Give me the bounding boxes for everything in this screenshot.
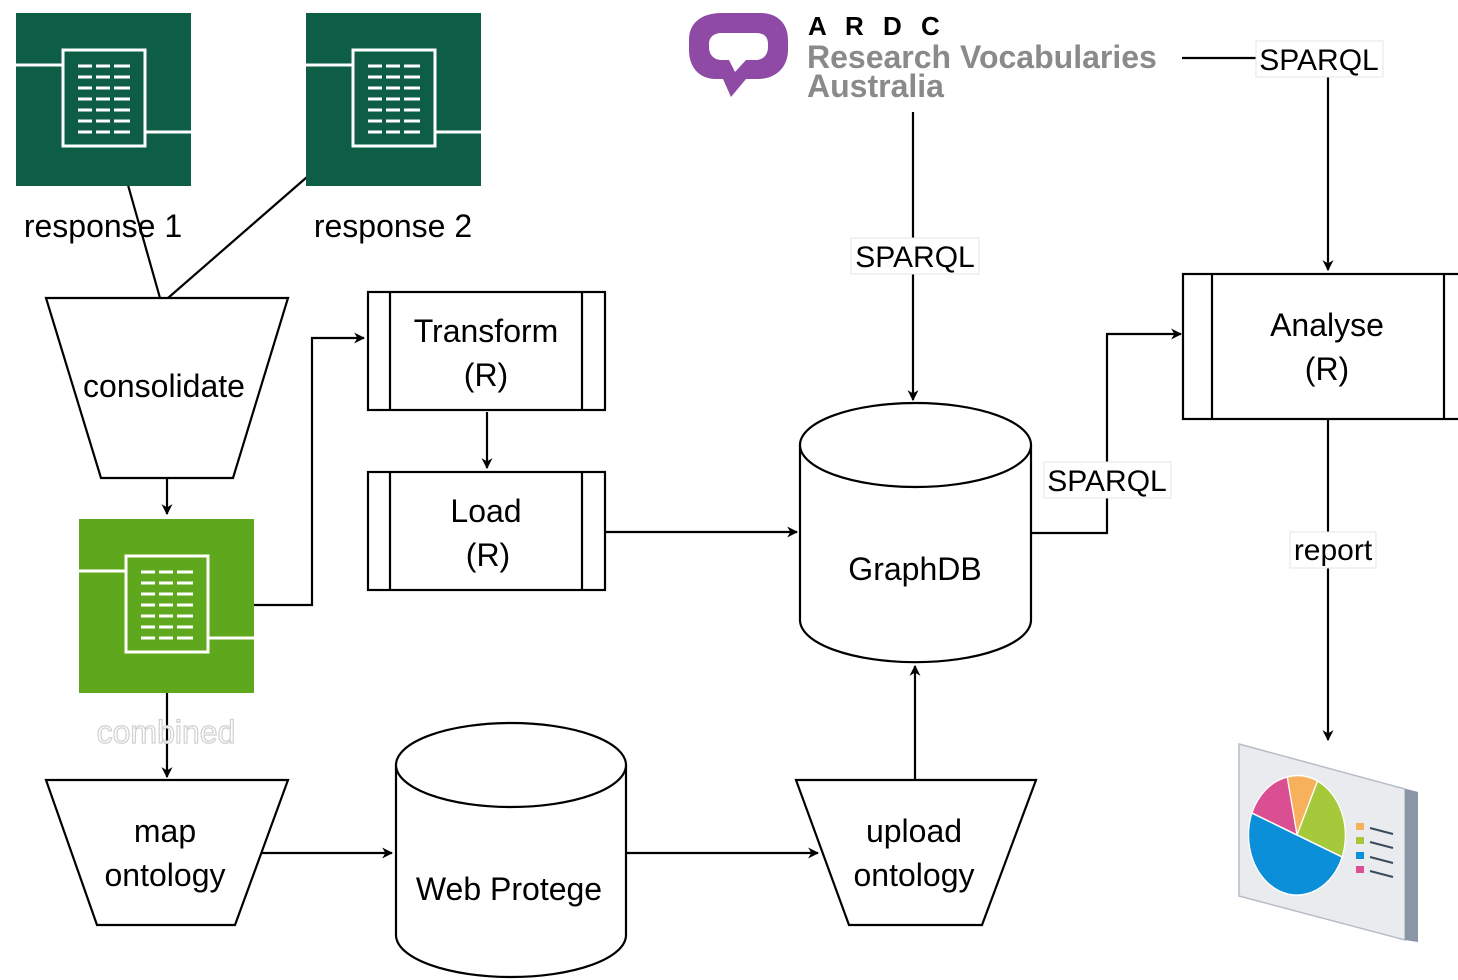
load-shape bbox=[366, 470, 607, 592]
connectors bbox=[126, 56, 1334, 859]
map-ontology-step: map ontology bbox=[44, 778, 290, 927]
sparql-label-rva-analyse: SPARQL bbox=[1259, 44, 1379, 77]
ardc-org-name: A R D C bbox=[808, 11, 946, 41]
edge-graphdb-analyse bbox=[1032, 328, 1183, 535]
web-protege-label: Web Protege bbox=[416, 871, 602, 907]
rva-title-line1: Research Vocabularies bbox=[807, 39, 1157, 75]
load-step: Load (R) bbox=[366, 470, 607, 592]
web-protege-top bbox=[394, 721, 628, 809]
edge-labels: SPARQL SPARQL SPARQL report bbox=[850, 40, 1384, 569]
web-protege-body bbox=[394, 765, 628, 979]
response-1-file: response 1 bbox=[16, 13, 191, 244]
consolidate-label: consolidate bbox=[83, 368, 245, 404]
upload-ontology-shape bbox=[794, 778, 1038, 927]
consolidate-shape bbox=[44, 296, 290, 480]
response-1-label: response 1 bbox=[24, 208, 182, 244]
upload-ontology-label-line1: upload bbox=[866, 813, 962, 849]
ardc-speech-bubble-logo bbox=[689, 13, 788, 97]
analyse-label-line2: (R) bbox=[1305, 351, 1349, 387]
response-2-file: response 2 bbox=[306, 13, 481, 244]
transform-label-line1: Transform bbox=[414, 313, 559, 349]
analyse-step: Analyse (R) bbox=[1181, 272, 1458, 421]
pie-chart-report-icon bbox=[1238, 743, 1418, 942]
edge-combined-transform bbox=[254, 332, 366, 607]
sparql-label-rva-graphdb: SPARQL bbox=[855, 241, 975, 274]
map-ontology-shape bbox=[44, 778, 290, 927]
map-ontology-label-line1: map bbox=[134, 813, 196, 849]
spreadsheet-icon bbox=[16, 48, 191, 148]
consolidate-step: consolidate bbox=[44, 296, 290, 480]
analyse-shape bbox=[1181, 272, 1458, 421]
combined-file: combined bbox=[79, 519, 254, 751]
ardc-rva-logo: A R D C Research Vocabularies Australia bbox=[689, 11, 1157, 104]
graphdb-label: GraphDB bbox=[848, 551, 981, 587]
web-protege-store: Web Protege bbox=[394, 721, 628, 979]
analyse-label-line1: Analyse bbox=[1270, 307, 1384, 343]
transform-shape bbox=[366, 290, 607, 412]
spreadsheet-icon bbox=[306, 48, 481, 148]
report-edge-label: report bbox=[1294, 534, 1373, 567]
graphdb-store: GraphDB bbox=[798, 401, 1033, 664]
transform-label-line2: (R) bbox=[464, 357, 508, 393]
graphdb-top bbox=[798, 401, 1033, 489]
transform-step: Transform (R) bbox=[366, 290, 607, 412]
edge-response1-consolidate bbox=[126, 184, 162, 299]
response-2-label: response 2 bbox=[314, 208, 472, 244]
edge-response2-consolidate bbox=[167, 176, 308, 299]
upload-ontology-label-line2: ontology bbox=[854, 857, 975, 893]
spreadsheet-icon bbox=[79, 554, 254, 654]
combined-label: combined bbox=[97, 714, 236, 750]
load-label-line1: Load bbox=[450, 493, 521, 529]
load-label-line2: (R) bbox=[466, 537, 510, 573]
sparql-label-graphdb-analyse: SPARQL bbox=[1047, 465, 1167, 498]
map-ontology-label-line2: ontology bbox=[105, 857, 226, 893]
upload-ontology-step: upload ontology bbox=[794, 778, 1038, 927]
rva-title-line2: Australia bbox=[807, 68, 944, 104]
graphdb-body bbox=[798, 445, 1033, 664]
